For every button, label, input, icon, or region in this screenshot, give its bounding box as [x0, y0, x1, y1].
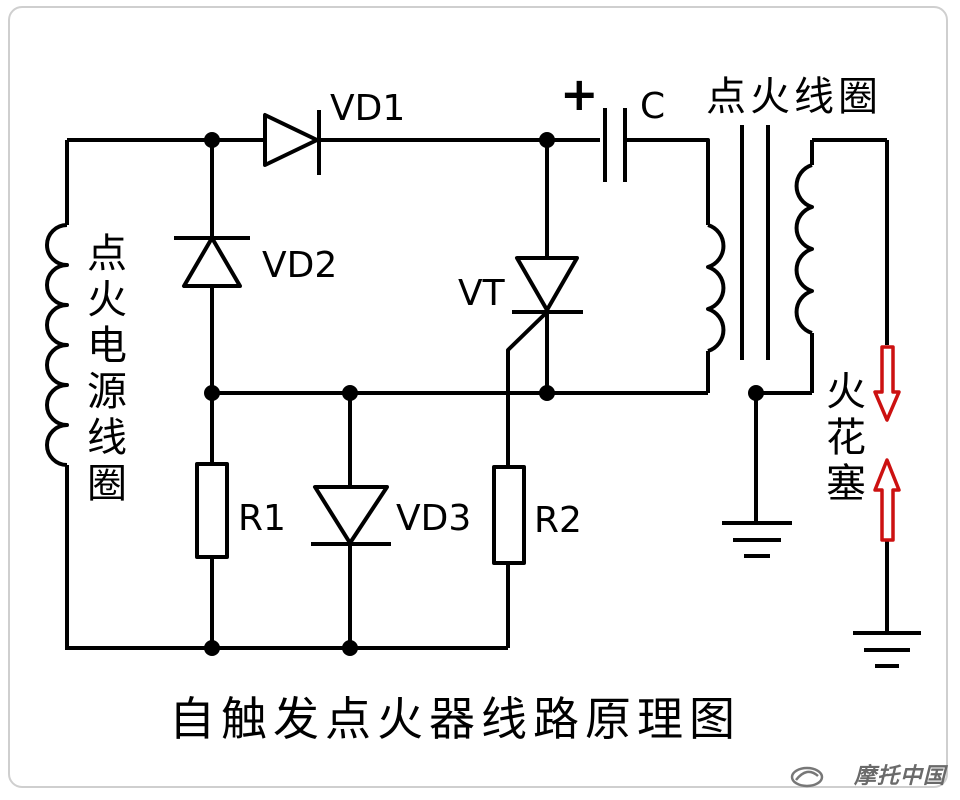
junction-dots	[204, 132, 764, 656]
capacitor-c	[603, 108, 710, 225]
source-coil-label: 点火电源线圈	[80, 232, 126, 508]
spark-plug-label: 火花塞	[819, 370, 865, 508]
r2-resistor	[492, 465, 526, 648]
capacitor-plus-sign: +	[560, 67, 599, 121]
vd3-label: VD3	[396, 498, 471, 539]
transformer-core	[740, 125, 770, 360]
vt-thyristor	[506, 140, 583, 468]
motorcycle-logo-icon	[790, 766, 824, 788]
secondary-coil	[794, 138, 889, 393]
vd1-label: VD1	[330, 88, 405, 129]
vd2-zener	[174, 236, 250, 288]
source-coil	[45, 140, 69, 650]
vd1-diode	[263, 110, 321, 175]
spark-plug-electrodes	[873, 345, 901, 542]
ignition-coil-label: 点火线圈	[706, 74, 882, 120]
r2-label: R2	[534, 500, 582, 541]
ground-transformer	[722, 393, 792, 558]
r1-resistor	[195, 396, 229, 648]
primary-coil	[706, 223, 726, 393]
vd2-label: VD2	[262, 245, 337, 286]
diagram-title: 自触发点火器线路原理图	[169, 692, 741, 746]
ground-spark-plug	[853, 540, 921, 668]
watermark-text: 摩托中国	[853, 764, 946, 789]
vd3-zener	[311, 393, 391, 648]
vt-label: VT	[458, 273, 506, 314]
diagram-frame	[8, 6, 948, 788]
r1-label: R1	[238, 498, 286, 539]
capacitor-label: C	[640, 86, 665, 127]
